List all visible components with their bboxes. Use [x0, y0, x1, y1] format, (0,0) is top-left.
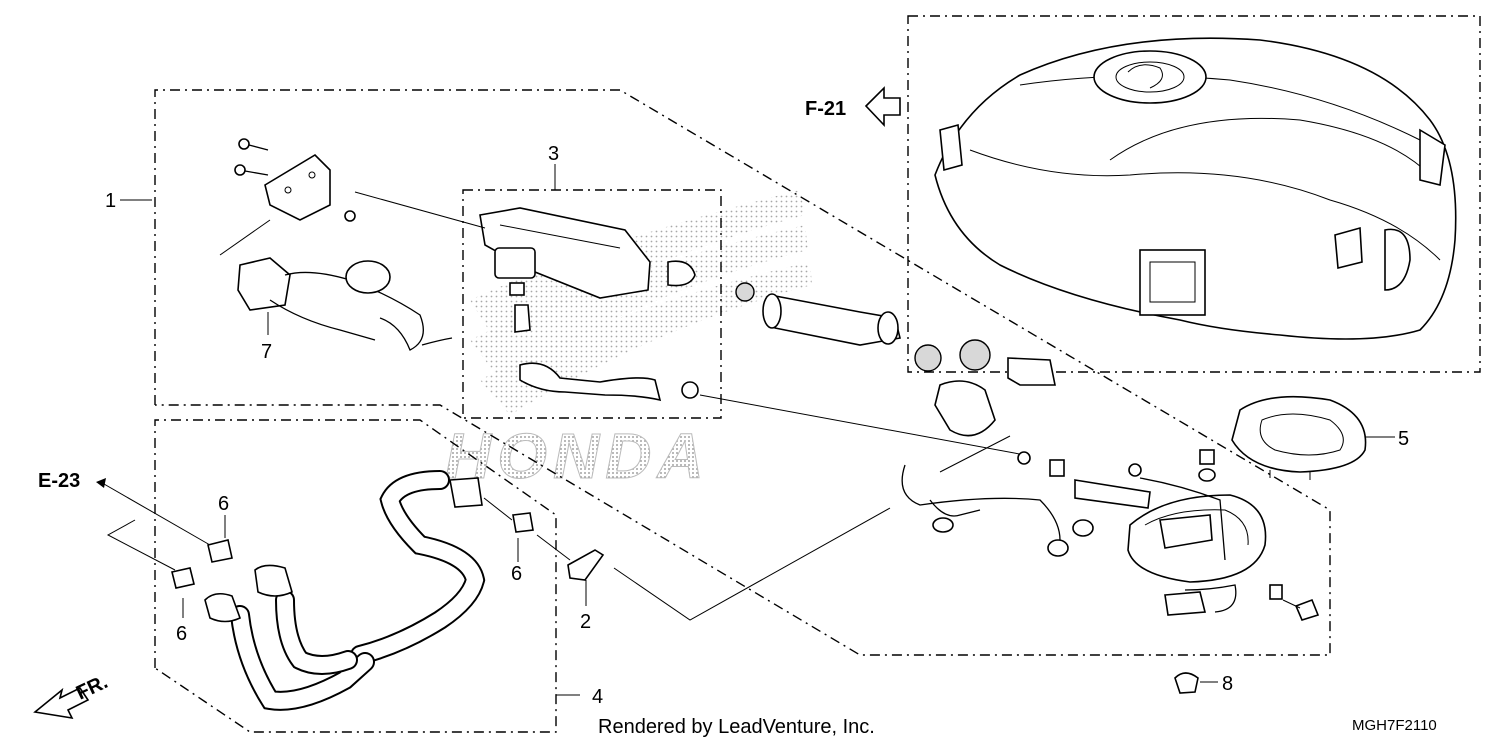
pump-filter [959, 339, 991, 371]
pump-base-plate [901, 435, 1320, 621]
f21-label: F-21 [805, 98, 846, 120]
callout-2: 2 [580, 611, 591, 633]
callout-1: 1 [105, 190, 116, 212]
front-direction: FR. [33, 671, 111, 720]
group-boxes [154, 15, 1481, 733]
group-box-1 [154, 89, 1331, 656]
part-4-fuel-hoses [171, 470, 534, 711]
e23-reference: E-23 [38, 470, 211, 571]
grommet [914, 344, 942, 372]
fuel-cap [1093, 50, 1207, 104]
tank-bracket [1139, 249, 1206, 316]
part-8-clip [1174, 672, 1199, 694]
e23-label: E-23 [38, 470, 80, 492]
callout-4: 4 [592, 686, 603, 708]
fuel-tank [934, 37, 1457, 340]
leader-2 [613, 507, 891, 621]
callouts: 1 2 3 4 5 6 6 6 7 8 [105, 143, 1409, 708]
callout-7: 7 [261, 341, 272, 363]
fuel-pump-components [681, 282, 1056, 456]
callout-6-top: 6 [218, 493, 229, 515]
footer-credit: Rendered by LeadVenture, Inc. [598, 716, 875, 738]
part-7-fuel-level-sender [219, 138, 453, 351]
callout-3: 3 [548, 143, 559, 165]
arrow-left-icon [864, 86, 901, 128]
f21-reference: F-21 [805, 86, 901, 128]
callout-6-right: 6 [511, 563, 522, 585]
group-box-3 [462, 189, 722, 419]
part-5-seal [1231, 395, 1367, 480]
callout-6-left: 6 [176, 623, 187, 645]
group-box-4 [154, 419, 557, 733]
part-3-fuel-pump-assembly [354, 191, 696, 402]
callout-8: 8 [1222, 673, 1233, 695]
mounting-plate [264, 153, 331, 221]
diagram-code: MGH7F2110 [1352, 717, 1437, 734]
callout-5: 5 [1398, 428, 1409, 450]
callout-leaders [120, 164, 1395, 696]
part-2-clip [567, 549, 605, 581]
sender-unit [237, 257, 291, 311]
float [345, 260, 391, 294]
fuel-tank-box [907, 15, 1481, 373]
honda-watermark: HONDA [445, 420, 710, 492]
front-arrow-icon [33, 686, 90, 720]
